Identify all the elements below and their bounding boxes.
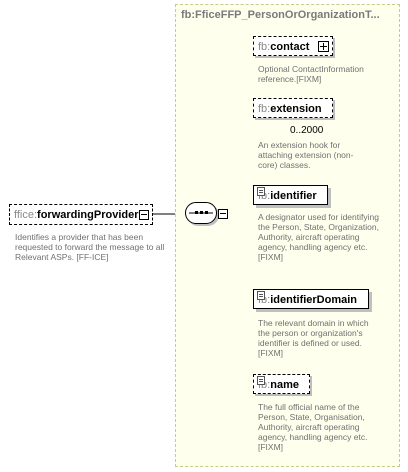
- element-prefix: fb:: [258, 41, 271, 53]
- root-element-box[interactable]: ffice:forwardingProvider: [9, 204, 153, 225]
- element-prefix: fb:: [258, 103, 271, 115]
- element-name: name: [270, 379, 299, 391]
- text-content-icon: [257, 376, 265, 385]
- collapse-minus-icon[interactable]: [139, 210, 149, 220]
- element-description: A designator used for identifying the Pe…: [258, 212, 379, 262]
- element-description: The full official name of the Person, St…: [258, 402, 368, 452]
- type-title: fb:FficeFFP_PersonOrOrganizationT...: [181, 9, 380, 21]
- text-content-icon: [257, 187, 265, 196]
- root-name: forwardingProvider: [37, 209, 139, 221]
- expand-plus-icon[interactable]: [318, 41, 329, 52]
- element-identifierdomain[interactable]: fb:identifierDomain: [253, 289, 369, 309]
- element-name: identifierDomain: [270, 294, 358, 306]
- element-description: Optional ContactInformation reference.[F…: [258, 64, 364, 84]
- element-description: The relevant domain in which the person …: [258, 318, 369, 358]
- element-identifier[interactable]: fb:identifier: [253, 185, 328, 205]
- element-name: extension: [270, 103, 322, 115]
- root-prefix: ffice:: [14, 209, 38, 221]
- sequence-compositor-icon[interactable]: [185, 202, 217, 224]
- text-content-icon: [257, 291, 265, 300]
- collapse-minus-icon[interactable]: [218, 209, 228, 219]
- element-contact[interactable]: fb:contact: [253, 36, 333, 56]
- element-description: An extension hook for attaching extensio…: [258, 140, 354, 170]
- element-name: contact: [270, 41, 310, 53]
- root-description: Identifies a provider that has been requ…: [15, 232, 165, 262]
- element-extension[interactable]: fb:extension: [253, 98, 333, 118]
- element-name: identifier: [270, 190, 317, 202]
- element-name-node[interactable]: fb:name: [253, 374, 310, 394]
- occurrence-label: 0..2000: [290, 125, 324, 136]
